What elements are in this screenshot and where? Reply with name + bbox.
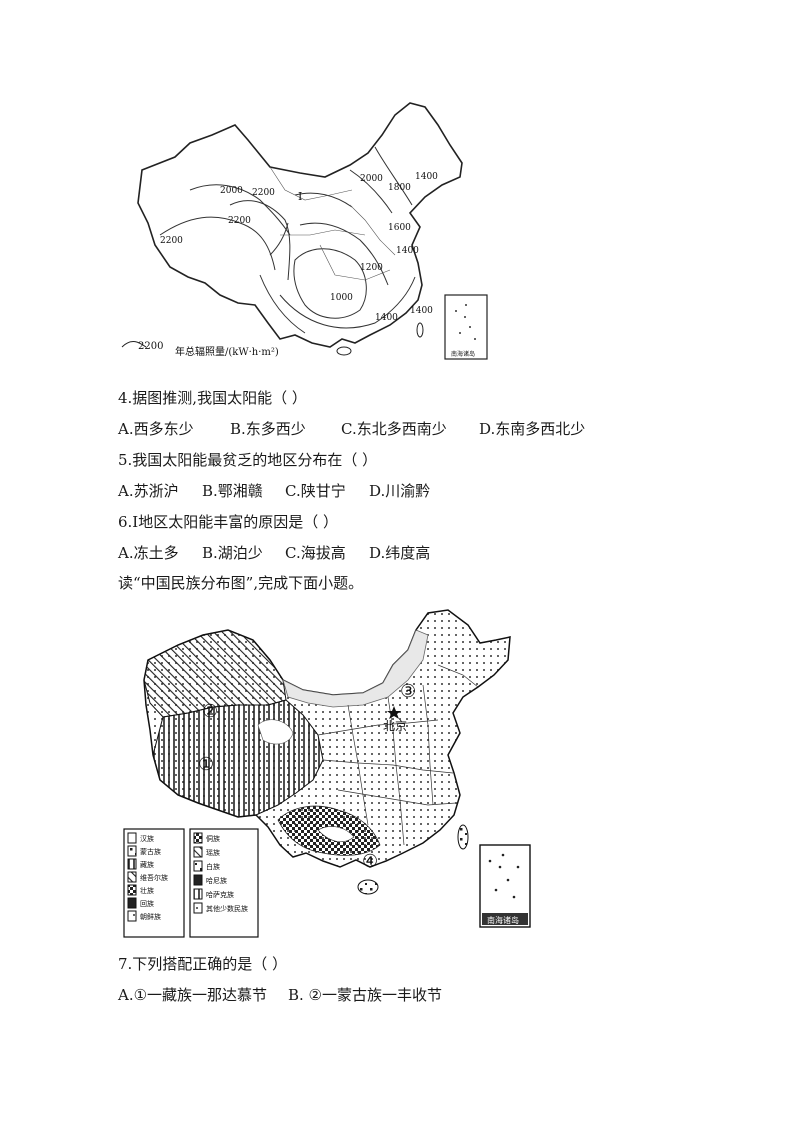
marker-1: ① [198, 754, 214, 775]
q5-option-b[interactable]: B.鄂湘赣 [202, 482, 263, 500]
isoline-label: 1400 [410, 306, 433, 316]
inset-label: 南海诸岛 [487, 915, 519, 925]
q4-option-a[interactable]: A.西多东少 [118, 420, 194, 438]
region-i-label: I [298, 190, 302, 203]
marker-4: ④ [362, 851, 378, 872]
q7-option-a[interactable]: A.①一藏族一那达慕节 [118, 986, 268, 1004]
legend-value: 2200 [138, 341, 163, 352]
legend-item: 汉族 [140, 834, 154, 843]
isoline-label: 1600 [388, 223, 411, 233]
taiwan-island [416, 322, 424, 338]
question-5-stem: 5.我国太阳能最贫乏的地区分布在（ ） [118, 451, 378, 469]
legend-isoline-sample [121, 341, 147, 348]
legend-item: 其他少数民族 [206, 904, 248, 913]
solar-radiation-map: 2000 2200 2200 2000 1800 1400 1600 1400 … [121, 102, 488, 360]
legend-text: 年总辐照量/(kW·h·m²) [175, 345, 279, 358]
q5-option-d[interactable]: D.川渝黔 [369, 482, 431, 500]
legend-item: 侗族 [206, 834, 220, 843]
inset-label: 南海诸岛 [451, 350, 475, 358]
legend-item: 维吾尔族 [140, 873, 168, 882]
q6-option-b[interactable]: B.湖泊少 [202, 544, 263, 562]
region-inner-mongolia [282, 629, 429, 708]
q6-option-a[interactable]: A.冻土多 [118, 544, 179, 562]
isoline-label: 2200 [252, 188, 275, 198]
q6-option-c[interactable]: C.海拔高 [285, 544, 346, 562]
isoline-label: 2000 [360, 174, 383, 184]
q6-option-d[interactable]: D.纬度高 [369, 544, 431, 562]
taiwan-island [457, 824, 469, 850]
svg-text:③: ③ [400, 681, 416, 702]
legend-item: 回族 [140, 899, 154, 908]
q4-option-d[interactable]: D.东南多西北少 [479, 420, 586, 438]
isoline-label: 1000 [330, 293, 353, 303]
svg-text:②: ② [202, 701, 218, 722]
marker-2: ② [202, 701, 218, 722]
legend-item: 蒙古族 [140, 847, 161, 856]
q5-option-c[interactable]: C.陕甘宁 [285, 482, 346, 500]
legend-item: 哈萨克族 [206, 890, 234, 899]
question-6-stem: 6.I地区太阳能丰富的原因是（ ） [118, 513, 339, 531]
q4-option-b[interactable]: B.东多西少 [230, 420, 306, 438]
legend-item: 壮族 [140, 886, 154, 895]
svg-text:①: ① [198, 754, 214, 775]
china-outline [137, 102, 463, 348]
legend-swatches-left [127, 832, 137, 922]
isoline-label: 1400 [375, 313, 398, 323]
isoline-label: 2200 [160, 236, 183, 246]
legend-item: 朝鲜族 [140, 912, 161, 921]
isoline-label: 1400 [415, 172, 438, 182]
isoline-label: 2200 [228, 216, 251, 226]
svg-text:④: ④ [362, 851, 378, 872]
question-4-stem: 4.据图推测,我国太阳能（ ） [118, 389, 307, 407]
ethnic-distribution-map: 北京 ① ② ③ ④ 汉族 蒙古族 藏族 维吾尔族 壮族 回族 朝鲜族 [123, 609, 531, 938]
legend-item: 白族 [206, 862, 220, 871]
hainan-island [357, 879, 379, 895]
legend-item: 瑶族 [206, 848, 220, 857]
capital-label: 北京 [383, 719, 407, 733]
q7-option-b[interactable]: B. ②一蒙古族一丰收节 [288, 986, 443, 1004]
isoline-label: 1800 [388, 183, 411, 193]
question-7-stem: 7.下列搭配正确的是（ ） [118, 955, 288, 973]
legend-item: 藏族 [140, 860, 154, 869]
isoline-label: 2000 [220, 186, 243, 196]
reading-intro: 读“中国民族分布图”,完成下面小题。 [118, 574, 364, 592]
marker-3: ③ [400, 681, 416, 702]
beijing-star-icon [387, 706, 401, 719]
isoline-label: 1400 [396, 246, 419, 256]
q5-option-a[interactable]: A.苏浙沪 [118, 482, 179, 500]
legend-swatches-right [193, 832, 203, 914]
legend-item: 哈尼族 [206, 876, 227, 885]
isoline-label: 1200 [360, 263, 383, 273]
hainan-island [336, 346, 352, 356]
q4-option-c[interactable]: C.东北多西南少 [341, 420, 447, 438]
